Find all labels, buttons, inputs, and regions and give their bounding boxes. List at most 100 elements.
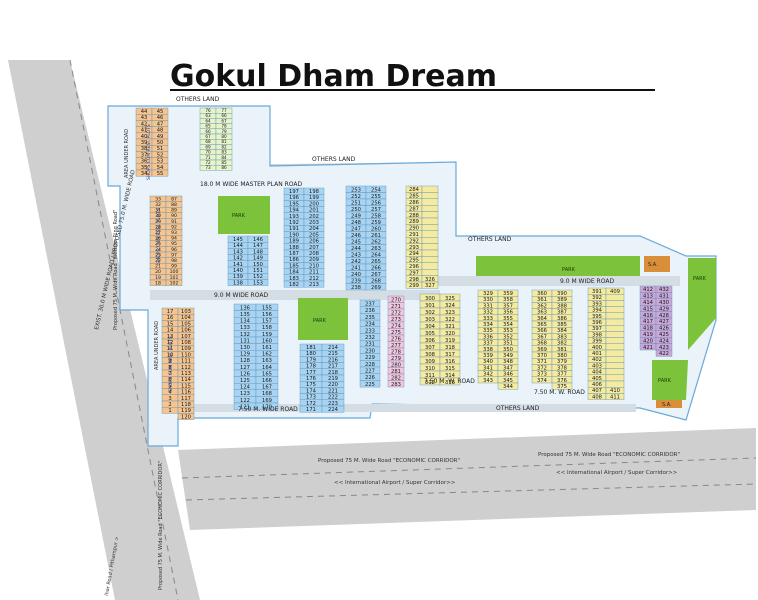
plot-number: 81: [221, 139, 227, 144]
plot-number: 238: [351, 285, 361, 291]
plot-number: 147: [253, 243, 263, 249]
plot-number: 35: [141, 165, 148, 171]
plot-cell: [421, 269, 439, 276]
plot-number: 298: [409, 277, 419, 283]
plot-number: 263: [371, 246, 381, 252]
plot-number: 176: [306, 376, 316, 382]
plot-number: 31: [155, 208, 161, 214]
plot-cell: [605, 325, 625, 332]
plot-number: 394: [592, 308, 603, 314]
sa-1: [644, 256, 670, 272]
plot-number: 430: [659, 300, 669, 306]
plot-number: 106: [181, 328, 191, 334]
plot-number: 224: [328, 407, 339, 413]
plot-number: 129: [240, 352, 250, 358]
plot-number: 51: [157, 146, 164, 152]
plot-number: 243: [351, 252, 361, 258]
plot-number: 138: [233, 280, 243, 286]
plot-number: 209: [309, 257, 319, 263]
plot-cell: [151, 169, 169, 177]
plot-number: 33: [155, 196, 161, 202]
plot-number: 215: [328, 351, 338, 357]
plot-number: 180: [306, 351, 316, 357]
plot-number: 271: [391, 304, 401, 310]
plot-number: 239: [351, 278, 361, 284]
plot-number: 390: [557, 291, 567, 297]
plot-number: 114: [181, 377, 192, 383]
plot-number: 306: [425, 338, 435, 344]
plot-number: 320: [445, 331, 455, 337]
plot-number: 149: [253, 256, 263, 262]
plot-number: 192: [289, 220, 299, 226]
plot-number: 429: [659, 306, 669, 312]
plot-number: 199: [309, 195, 319, 201]
plot-number: 333: [483, 316, 493, 322]
plot-cell: [605, 294, 625, 301]
plot-number: 27: [155, 230, 161, 236]
plot-number: 136: [240, 305, 250, 311]
plot-cell: [605, 300, 625, 307]
plot-number: 302: [425, 310, 435, 316]
plot-number: 377: [557, 372, 567, 378]
economic-corridor-road: [178, 428, 756, 530]
plot-number: 16: [167, 315, 174, 321]
plot-number: 291: [409, 232, 419, 238]
plot-number: 428: [659, 313, 669, 319]
plot-number: 289: [409, 219, 419, 225]
plot-number: 43: [141, 115, 148, 121]
plot-number: 346: [503, 372, 513, 378]
plot-number: 22: [155, 258, 161, 264]
plot-number: 94: [171, 236, 177, 242]
plot-number: 130: [240, 345, 250, 351]
plot-cell: [497, 382, 519, 390]
plot-number: 10: [167, 352, 174, 358]
plot-number: 340: [483, 359, 493, 365]
plot-number: 316: [445, 359, 455, 365]
plot-number: 228: [365, 362, 375, 368]
park-3: [476, 256, 640, 276]
plot-number: 424: [659, 338, 670, 344]
plot-number: 28: [155, 224, 161, 230]
plot-number: 78: [221, 124, 227, 129]
plot-number: 366: [537, 328, 547, 334]
plot-number: 4: [168, 390, 172, 396]
plot-number: 76: [205, 108, 211, 113]
plot-number: 362: [537, 303, 547, 309]
plot-number: 407: [592, 388, 602, 394]
plot-number: 65: [205, 124, 211, 129]
plot-number: 257: [371, 207, 381, 213]
plot-cell: [303, 280, 325, 288]
plot-number: 330: [483, 297, 493, 303]
plot-number: 301: [425, 303, 435, 309]
plot-number: 353: [503, 328, 513, 334]
road-label: 9.0 M WIDE ROAD: [560, 278, 614, 285]
plot-number: 386: [557, 316, 567, 322]
plot-number: 172: [306, 401, 316, 407]
plot-number: 166: [262, 378, 272, 384]
plot-number: 272: [391, 310, 401, 316]
plot-number: 399: [592, 339, 602, 345]
plot-number: 161: [262, 345, 272, 351]
plot-number: 113: [181, 371, 191, 377]
others-land-label: OTHERS LAND: [176, 96, 220, 103]
plot-number: 332: [483, 310, 493, 316]
plot-number: 274: [391, 323, 402, 329]
plot-number: 398: [592, 332, 602, 338]
plot-number: 156: [262, 312, 272, 318]
plot-number: 117: [181, 396, 191, 402]
plot-number: 158: [262, 325, 272, 331]
plot-cell: [321, 405, 345, 413]
plot-number: 290: [409, 226, 419, 232]
plot-number: 321: [445, 324, 455, 330]
park-1: [218, 196, 270, 234]
plot-number: 413: [643, 294, 653, 300]
plot-number: 258: [371, 213, 381, 219]
plot-number: 264: [371, 252, 382, 258]
plot-number: 104: [181, 315, 192, 321]
plot-number: 376: [557, 378, 567, 384]
plot-number: 140: [233, 268, 243, 274]
plot-number: 63: [205, 113, 211, 118]
sa-2: [656, 400, 682, 408]
area-under-road-label: AREA UNDER ROAD: [124, 129, 130, 178]
plot-number: 139: [233, 274, 243, 280]
